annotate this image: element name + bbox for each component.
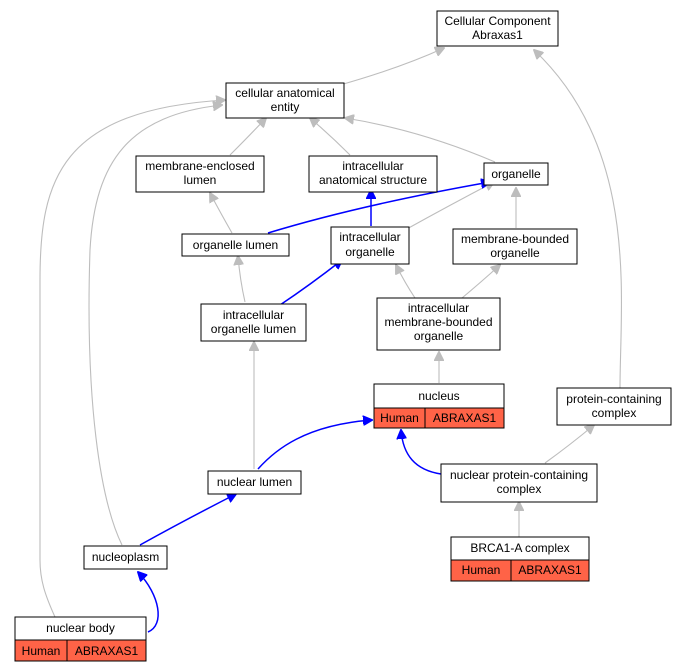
node-label-line1: intracellular bbox=[342, 159, 403, 173]
node-label-line1: cellular anatomical bbox=[235, 86, 334, 100]
edge-nlumen-to-nucleus bbox=[257, 420, 372, 470]
node-label-line1: protein-containing bbox=[566, 392, 661, 406]
node-label-line1: Cellular Component bbox=[444, 14, 551, 28]
annotation-gene-cell[interactable]: ABRAXAS1 bbox=[510, 559, 590, 582]
node-label-line1: nucleus bbox=[418, 389, 459, 403]
edge-imbo-to-io bbox=[396, 265, 416, 299]
node-nucleoplasm[interactable]: nucleoplasm bbox=[83, 545, 168, 570]
node-intracellular-organelle-lumen[interactable]: intracellular organelle lumen bbox=[200, 303, 307, 342]
is-a-edges bbox=[39, 48, 623, 618]
node-label-line2: lumen bbox=[184, 173, 217, 187]
edge-cae-to-cc bbox=[339, 48, 444, 86]
node-label-line2: complex bbox=[592, 406, 637, 420]
node-membrane-enclosed-lumen[interactable]: membrane-enclosed lumen bbox=[135, 155, 265, 193]
node-label-line2: Abraxas1 bbox=[472, 28, 523, 42]
node-label-line2: organelle lumen bbox=[211, 322, 296, 336]
node-label-line1: nuclear lumen bbox=[217, 475, 292, 489]
edge-nuclearbody-to-cae bbox=[39, 100, 225, 618]
edge-mel-to-cae bbox=[229, 118, 266, 156]
node-nuclear-protein-containing-complex[interactable]: nuclear protein-containing complex bbox=[440, 463, 598, 503]
node-label-line2: organelle bbox=[490, 246, 540, 260]
edge-imbo-to-mbo bbox=[461, 265, 500, 299]
node-organelle[interactable]: organelle bbox=[483, 162, 549, 186]
annotation-species-cell: Human bbox=[450, 559, 512, 582]
node-label-line1: organelle lumen bbox=[193, 238, 278, 252]
node-label-line2: complex bbox=[497, 482, 542, 496]
node-nucleus[interactable]: nucleus Human ABRAXAS1 bbox=[373, 383, 505, 429]
node-label-line2: membrane-bounded bbox=[384, 315, 492, 329]
gene-label: ABRAXAS1 bbox=[75, 644, 139, 658]
edge-ias-to-cae bbox=[310, 118, 351, 156]
edge-olumen-to-organelle bbox=[267, 182, 490, 234]
edge-iol-to-olumen bbox=[238, 256, 246, 303]
edge-iol-to-io bbox=[279, 260, 342, 306]
node-protein-containing-complex[interactable]: protein-containing complex bbox=[556, 387, 672, 426]
edge-pcc-to-cc bbox=[534, 50, 623, 389]
node-organelle-lumen[interactable]: organelle lumen bbox=[181, 233, 290, 257]
node-label-line2: organelle bbox=[345, 245, 395, 259]
species-label: Human bbox=[462, 563, 501, 577]
node-nuclear-body[interactable]: nuclear body Human ABRAXAS1 bbox=[14, 616, 147, 662]
node-label-line1: nucleoplasm bbox=[92, 550, 159, 564]
edge-npcc-to-pcc bbox=[544, 425, 594, 464]
annotation-species-cell: Human bbox=[14, 639, 68, 662]
node-intracellular-organelle[interactable]: intracellular organelle bbox=[330, 226, 410, 265]
node-label-line3: organelle bbox=[414, 329, 464, 343]
edge-organelle-to-cae bbox=[345, 118, 496, 163]
annotation-gene-cell[interactable]: ABRAXAS1 bbox=[424, 407, 505, 429]
species-label: Human bbox=[380, 411, 419, 425]
node-intracellular-anatomical-structure[interactable]: intracellular anatomical structure bbox=[308, 155, 438, 193]
edge-olumen-to-mel bbox=[210, 193, 233, 234]
node-label-line1: organelle bbox=[491, 167, 541, 181]
annotation-gene-cell[interactable]: ABRAXAS1 bbox=[66, 639, 147, 662]
node-label-line1: nuclear body bbox=[46, 621, 115, 635]
node-label-line1: BRCA1-A complex bbox=[470, 541, 569, 555]
node-label-line1: intracellular bbox=[339, 230, 400, 244]
node-label-line1: membrane-bounded bbox=[461, 232, 569, 246]
edge-npcc-to-nucleus bbox=[401, 430, 442, 475]
node-label-line1: membrane-enclosed bbox=[145, 159, 254, 173]
node-cellular-component[interactable]: Cellular Component Abraxas1 bbox=[436, 10, 559, 47]
edge-nucleoplasm-to-cae bbox=[88, 105, 222, 546]
node-label-line1: intracellular bbox=[408, 301, 469, 315]
edge-nucleoplasm-to-nlumen bbox=[139, 494, 236, 546]
gene-label: ABRAXAS1 bbox=[518, 563, 582, 577]
node-brca1-a-complex[interactable]: BRCA1-A complex Human ABRAXAS1 bbox=[450, 536, 590, 582]
edge-nuclearbody-to-nucleoplasm bbox=[138, 572, 159, 633]
node-cellular-anatomical-entity[interactable]: cellular anatomical entity bbox=[225, 82, 345, 119]
node-label-line1: intracellular bbox=[223, 308, 284, 322]
node-nuclear-lumen[interactable]: nuclear lumen bbox=[207, 470, 302, 495]
node-intracellular-membrane-bounded-organelle[interactable]: intracellular membrane-bounded organelle bbox=[376, 297, 501, 351]
part-of-edges bbox=[138, 182, 490, 633]
node-label-line2: anatomical structure bbox=[319, 173, 427, 187]
species-label: Human bbox=[22, 644, 61, 658]
node-membrane-bounded-organelle[interactable]: membrane-bounded organelle bbox=[452, 228, 578, 265]
node-label-line1: nuclear protein-containing bbox=[450, 468, 588, 482]
annotation-species-cell: Human bbox=[373, 407, 426, 429]
node-label-line2: entity bbox=[271, 100, 300, 114]
gene-label: ABRAXAS1 bbox=[433, 411, 497, 425]
